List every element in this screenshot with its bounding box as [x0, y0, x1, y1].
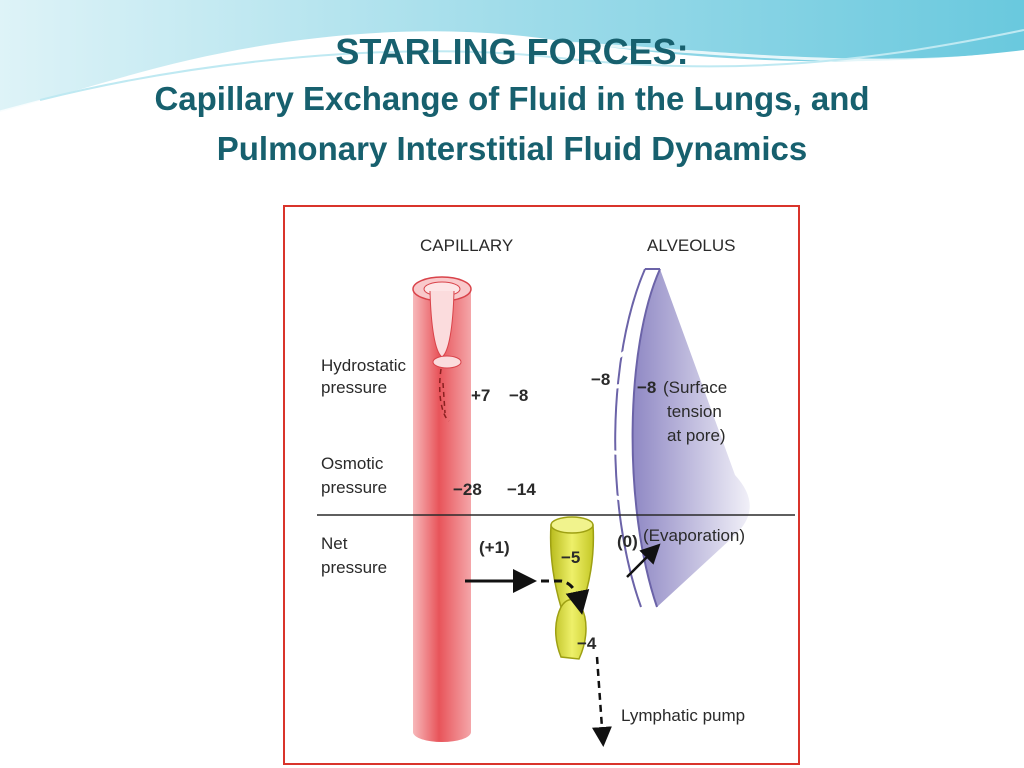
capillary-osmotic-value: −28	[453, 480, 482, 499]
slide-subtitle-line-1: Capillary Exchange of Fluid in the Lungs…	[154, 80, 870, 117]
capillary-hydrostatic-value: +7	[471, 386, 490, 405]
title-block: STARLING FORCES: Capillary Exchange of F…	[0, 30, 1024, 174]
capillary-tube	[412, 276, 472, 742]
lymphatic-pump-label: Lymphatic pump	[621, 706, 745, 725]
lymph-lower-value: −4	[577, 634, 597, 653]
alveolus-hydrostatic-right-value: −8	[637, 378, 656, 397]
interstitial-dashed-arrow	[541, 579, 590, 615]
alveolus-label: ALVEOLUS	[647, 236, 736, 255]
lymph-dashed-arrow	[591, 656, 612, 747]
net-pressure-label: Net	[321, 534, 348, 553]
evaporation-arrow	[626, 543, 661, 578]
slide-title: STARLING FORCES:	[335, 31, 689, 72]
starling-diagram: CAPILLARY ALVEOLUS Hydrostatic pressure …	[317, 236, 795, 747]
net-pressure-label: pressure	[321, 558, 387, 577]
wave-decoration	[0, 0, 1024, 112]
alveolus-wall	[610, 268, 750, 608]
alveolus-hydrostatic-left-value: −8	[591, 370, 610, 389]
osmotic-label: pressure	[321, 478, 387, 497]
figure-frame: CAPILLARY ALVEOLUS Hydrostatic pressure …	[283, 205, 800, 765]
capillary-label: CAPILLARY	[420, 236, 513, 255]
surface-tension-label: at pore)	[667, 426, 726, 445]
interstitial-osmotic-value: −14	[507, 480, 536, 499]
surface-tension-label: (Surface	[663, 378, 727, 397]
interstitial-hydrostatic-value: −8	[509, 386, 528, 405]
hydrostatic-label: pressure	[321, 378, 387, 397]
net-alveolus-value: (0)	[617, 532, 638, 551]
net-capillary-value: (+1)	[479, 538, 510, 557]
wave-line	[0, 37, 1024, 114]
lymph-upper-value: −5	[561, 548, 580, 567]
wave-line	[39, 29, 1024, 101]
evaporation-label: (Evaporation)	[643, 526, 745, 545]
osmotic-label: Osmotic	[321, 454, 384, 473]
slide-subtitle-line-2: Pulmonary Interstitial Fluid Dynamics	[216, 130, 808, 167]
surface-tension-label: tension	[667, 402, 722, 421]
hydrostatic-label: Hydrostatic	[321, 356, 407, 375]
